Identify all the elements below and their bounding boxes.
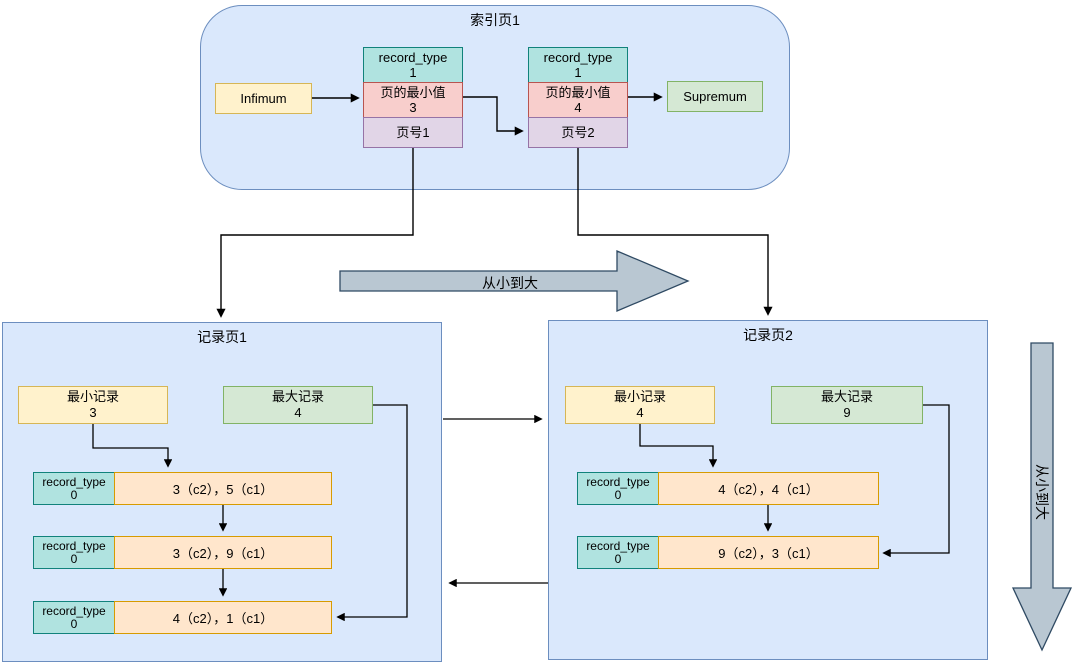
p2-max-record-box: 最大记录 9 bbox=[771, 386, 923, 424]
max-record-label: 最大记录 bbox=[271, 389, 324, 404]
max-record-value: 4 bbox=[294, 405, 302, 420]
p1-row-3-value: 4（c2），1（c1） bbox=[114, 601, 332, 634]
index-page-title: 索引页1 bbox=[470, 12, 520, 28]
p1-row-2: record_type 0 3（c2），9（c1） bbox=[33, 536, 332, 569]
page-min-value: 4 bbox=[574, 100, 582, 115]
p2-row-2-value: 9（c2），3（c1） bbox=[658, 536, 879, 569]
record-type-label: record_type bbox=[543, 50, 613, 65]
index-record-1-min-cell: 页的最小值 3 bbox=[363, 82, 463, 118]
index-record-1-type-cell: record_type 1 bbox=[363, 47, 463, 83]
p1-row-2-type: record_type 0 bbox=[33, 536, 115, 569]
p2-row-2: record_type 0 9（c2），3（c1） bbox=[577, 536, 879, 569]
min-record-label: 最小记录 bbox=[613, 389, 666, 404]
page-no-label: 页号2 bbox=[561, 125, 595, 140]
p1-row-3: record_type 0 4（c2），1（c1） bbox=[33, 601, 332, 634]
record-type-value: 1 bbox=[574, 65, 582, 80]
p1-max-record-box: 最大记录 4 bbox=[223, 386, 373, 424]
vertical-order-label: 从小到大 bbox=[1034, 464, 1050, 520]
index-record-2-min-cell: 页的最小值 4 bbox=[528, 82, 628, 118]
min-record-value: 4 bbox=[636, 405, 644, 420]
max-record-value: 9 bbox=[843, 405, 851, 420]
page-min-label: 页的最小值 bbox=[545, 85, 611, 100]
index-record-1: record_type 1 页的最小值 3 页号1 bbox=[363, 47, 463, 148]
index-record-2-type-cell: record_type 1 bbox=[528, 47, 628, 83]
horizontal-order-label: 从小到大 bbox=[482, 275, 538, 291]
record-page-1-title: 记录页1 bbox=[197, 329, 247, 345]
record-type-label: record_type bbox=[378, 50, 448, 65]
infimum-label: Infimum bbox=[240, 90, 287, 106]
p1-row-1-type: record_type 0 bbox=[33, 472, 115, 505]
p1-min-record-box: 最小记录 3 bbox=[18, 386, 168, 424]
max-record-label: 最大记录 bbox=[820, 389, 873, 404]
p1-row-1: record_type 0 3（c2），5（c1） bbox=[33, 472, 332, 505]
record-type-value: 1 bbox=[409, 65, 417, 80]
index-record-2: record_type 1 页的最小值 4 页号2 bbox=[528, 47, 628, 148]
p1-row-1-value: 3（c2），5（c1） bbox=[114, 472, 332, 505]
min-record-value: 3 bbox=[89, 405, 97, 420]
index-record-2-pageno-cell: 页号2 bbox=[528, 117, 628, 148]
infimum-box: Infimum bbox=[215, 83, 312, 114]
p2-row-1-value: 4（c2），4（c1） bbox=[658, 472, 879, 505]
page-no-label: 页号1 bbox=[396, 125, 430, 140]
p2-min-record-box: 最小记录 4 bbox=[565, 386, 715, 424]
p2-row-1: record_type 0 4（c2），4（c1） bbox=[577, 472, 879, 505]
page-min-label: 页的最小值 bbox=[380, 85, 446, 100]
min-record-label: 最小记录 bbox=[66, 389, 119, 404]
p2-row-1-type: record_type 0 bbox=[577, 472, 659, 505]
p1-row-2-value: 3（c2），9（c1） bbox=[114, 536, 332, 569]
page-min-value: 3 bbox=[409, 100, 417, 115]
p1-row-3-type: record_type 0 bbox=[33, 601, 115, 634]
supremum-label: Supremum bbox=[683, 88, 747, 104]
index-record-1-pageno-cell: 页号1 bbox=[363, 117, 463, 148]
record-page-2-title: 记录页2 bbox=[743, 327, 793, 343]
supremum-box: Supremum bbox=[667, 81, 763, 112]
p2-row-2-type: record_type 0 bbox=[577, 536, 659, 569]
